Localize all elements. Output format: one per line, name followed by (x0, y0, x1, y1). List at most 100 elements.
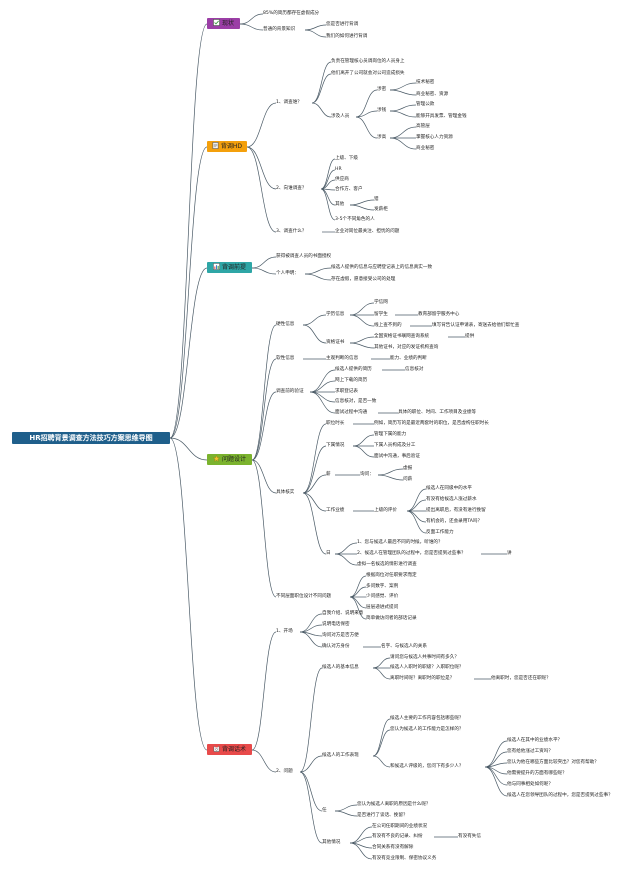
node: 他需要提升的方面有哪些呢？ (507, 771, 567, 776)
connector (406, 488, 427, 512)
connector (309, 391, 336, 414)
node: 上级的评价 (374, 508, 397, 513)
connector (334, 553, 358, 566)
node: 名字、与候选人的关系 (381, 644, 427, 649)
node: 能够开具发票、管理金钱 (416, 114, 467, 119)
connector (251, 267, 277, 275)
connector (251, 358, 277, 461)
root-node: HR招聘背景调查方法技巧方案思维导图 (12, 432, 170, 444)
node: 3、调查什么？ (276, 229, 307, 234)
connector (372, 718, 391, 757)
star-icon (212, 454, 221, 462)
connector (311, 102, 332, 118)
node: 候选人主要的工作内容包括哪些呢？ (390, 716, 464, 721)
node: 您认为候选人离职的原因是什么呢？ (357, 802, 431, 807)
connector (302, 324, 327, 344)
connector (251, 459, 277, 598)
node: 候选人提供的简历 (335, 367, 372, 372)
connector (251, 631, 277, 751)
node: 上级、下级 (335, 156, 358, 161)
node: 候选人在同级中的水平 (426, 486, 472, 491)
node: 问薪 (403, 477, 413, 482)
node: 涉高 (377, 135, 387, 140)
connector (311, 73, 332, 104)
connector (389, 82, 417, 91)
node: 调查前的验证 (276, 389, 304, 394)
node: 求职登记表 (335, 389, 358, 394)
connector (349, 842, 373, 860)
connector (406, 510, 427, 523)
node: 有没有不良的记录、纠纷 (372, 834, 423, 839)
node: 网上下载的简历 (335, 378, 368, 383)
connector (309, 380, 336, 393)
node: 候选人的基本信息 (322, 665, 359, 670)
node: 管理下属的能力 (374, 432, 407, 437)
node: 虚报 (403, 466, 413, 471)
node: 企业对岗位最关注、担忧的问题 (335, 229, 400, 234)
connector (302, 314, 327, 326)
node: 1、调查谁？ (276, 100, 302, 105)
connector (349, 586, 367, 598)
node: 有没有给候选人涨过薪水 (426, 497, 477, 502)
connector (377, 468, 404, 476)
node: 我们的如何进行背调 (326, 34, 368, 39)
connector (299, 771, 323, 844)
node: 少问感觉、评价 (366, 594, 399, 599)
node: 候选人在其中的业绩水平？ (507, 738, 563, 743)
connector (352, 445, 375, 458)
node: 例如，简历写的是最近两套时的职位，是否虚构任职时长 (374, 421, 489, 426)
connector (355, 110, 378, 118)
node: 合同关系有没有解除 (372, 845, 414, 850)
connector (349, 575, 367, 598)
node: 存在虚假，愿意接受公司的处理 (331, 277, 396, 282)
connector (246, 102, 277, 148)
node: 技术秘密 (416, 80, 435, 85)
document-icon (212, 142, 219, 149)
node: 多问数字、案例 (366, 584, 399, 589)
connector (389, 126, 417, 139)
connector (389, 104, 417, 112)
node: 他与同事相处如何呢？ (507, 782, 553, 787)
connector (349, 302, 375, 316)
connector (304, 29, 327, 38)
node: 负责在管理核心员调岗位的人员身上 (331, 59, 405, 64)
branch-beidiao: 背调HD (207, 141, 247, 152)
node: 软性信息 (276, 356, 295, 361)
connector (355, 89, 378, 118)
node: 资格证书 (326, 340, 345, 345)
connector (349, 314, 375, 327)
connector (309, 369, 336, 393)
branch-huashu: 背调话术 (207, 744, 252, 755)
node: 面试中沟通，事后验证 (374, 454, 420, 459)
connector (349, 596, 367, 620)
connector (406, 510, 427, 534)
node: 猎 (374, 197, 379, 202)
node: 高管层 (416, 124, 430, 129)
node: 提供 (465, 334, 475, 339)
node: 3-5个不同角色的人 (335, 217, 375, 222)
node: 不同层面职位设计不同问题 (276, 594, 332, 599)
connector (349, 199, 375, 206)
branch-label: 背调前提 (221, 264, 246, 271)
node: 您是否进行背调 (326, 22, 359, 27)
connector (251, 391, 277, 461)
node: 其他 (335, 202, 345, 207)
connector (304, 24, 327, 31)
node: 自我介绍、说明来意 (322, 611, 364, 616)
node: 1、您与候选人最后不同的时候，听谁的？ (357, 540, 443, 545)
connector (377, 474, 404, 481)
connector (251, 459, 277, 494)
node: 在公司任职期间的业绩状况 (372, 824, 428, 829)
node: 其他情况 (322, 840, 341, 845)
connector (349, 336, 375, 344)
node: 获得被调查人员的书面授权 (276, 254, 332, 259)
node: 工作业绩 (326, 508, 345, 513)
checkbox-icon (213, 19, 220, 26)
node: 您认为他在哪些方面比较突出？对您有帮助？ (507, 760, 599, 765)
node: 是否进行了谈话、挽留？ (357, 813, 408, 818)
node: 和候选人评级的，您问下有多少人？ (390, 764, 464, 769)
node: 他离职时，您是否还在职呢？ (491, 676, 551, 681)
connector (246, 146, 277, 190)
connector (389, 110, 417, 118)
